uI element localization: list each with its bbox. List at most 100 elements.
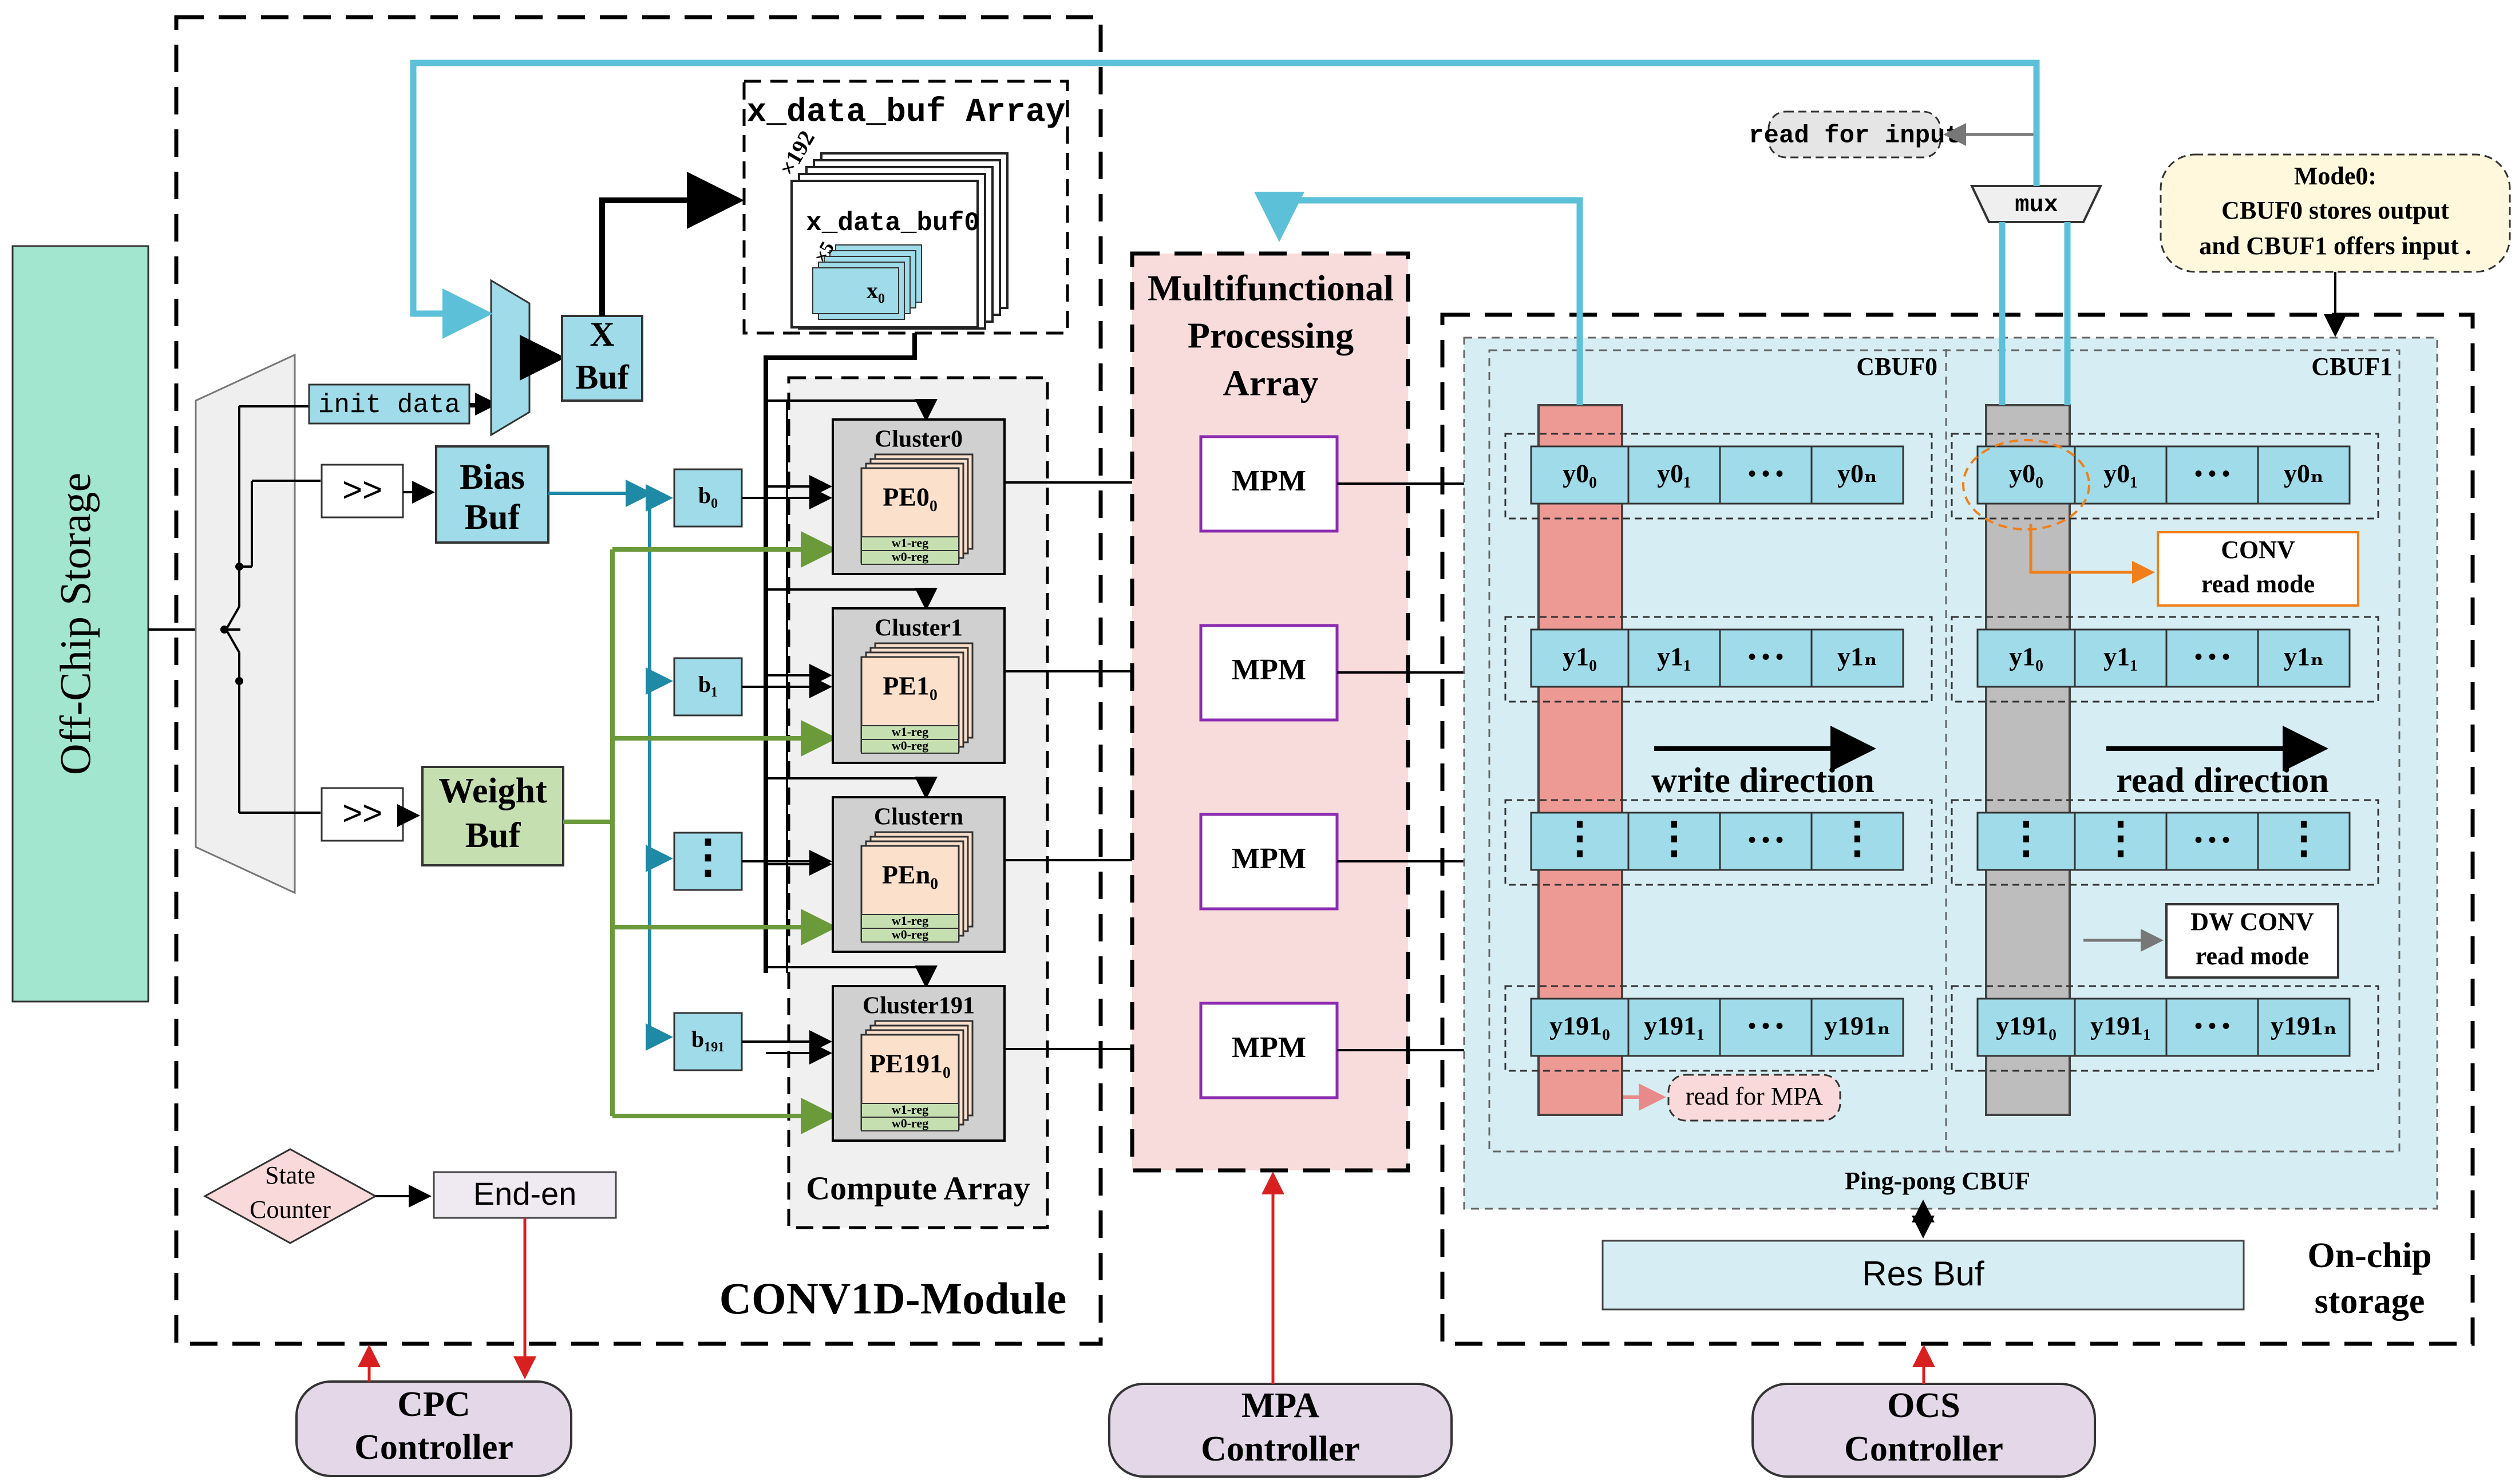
conv-read-mode-label-2: read mode	[2201, 570, 2315, 598]
mpm-label: MPM	[1232, 465, 1306, 497]
mode-note-line-2: CBUF0 stores output	[2221, 196, 2449, 224]
cbuf-cell: ⋮	[2099, 814, 2142, 862]
state-counter-label-2: Counter	[250, 1196, 331, 1224]
w0-reg-label: w0-reg	[892, 549, 928, 564]
output-mux-label: mux	[2015, 191, 2058, 219]
cbuf-cell: y1₁	[2103, 642, 2138, 671]
cbuf-cell: y1₀	[1563, 642, 1597, 671]
bias-box-2: ⋮	[673, 832, 832, 891]
bias-box-0: b₀	[673, 468, 832, 528]
cbuf-cell: ⋮	[2282, 814, 2326, 862]
cbuf-cell: • • •	[1748, 644, 1784, 670]
mpm-2: MPM	[1199, 813, 1536, 911]
conv-read-highlight	[1962, 439, 2090, 531]
bias-box-1: b₁	[673, 657, 832, 717]
cluster-name: Cluster191	[863, 993, 975, 1019]
clusters: Cluster0PE0₀w1-regw0-regCluster1PE1₀w1-r…	[832, 418, 1199, 1142]
cbuf-cell: y191ₙ	[1824, 1011, 1891, 1040]
mpa-title-3: Array	[1223, 363, 1318, 403]
on-chip-storage-border	[1440, 312, 2475, 1346]
mode-note	[2160, 153, 2511, 273]
bias-buf-label-2: Buf	[465, 498, 521, 537]
bias-lines	[548, 480, 673, 1051]
init-data-label: init data	[318, 390, 460, 420]
mpm-3: MPM	[1199, 1002, 1536, 1099]
cbuf-cell: • • •	[1748, 1013, 1784, 1039]
cbuf-cell: ⋮	[1836, 814, 1879, 862]
init-data-box	[308, 383, 470, 425]
cbuf-cell: y0ₙ	[2284, 459, 2324, 488]
pe-label: PEn₀	[882, 860, 938, 889]
cluster-name: Cluster0	[875, 426, 963, 453]
cpc-controller: CPC Controller	[295, 1380, 572, 1477]
x-buf	[561, 315, 643, 402]
mpa-controller-label-1: MPA	[1241, 1386, 1320, 1425]
read-for-mpa-label: read for MPA	[1686, 1082, 1824, 1110]
cbuf-cell: y191₁	[2090, 1011, 2151, 1040]
cbuf-cell: y191₁	[1644, 1011, 1705, 1040]
end-en-box	[433, 1171, 617, 1219]
cbuf1-row-2: ⋮⋮• • •⋮	[1951, 799, 2379, 886]
end-en-label: End-en	[473, 1176, 577, 1212]
off-chip-storage: Off-Chip Storage	[11, 245, 149, 1003]
cpc-controller-label-2: Controller	[354, 1428, 513, 1467]
read-for-input-box	[1767, 110, 1941, 159]
bias-box-3: b₁₉₁	[673, 1012, 832, 1071]
cbuf1-label: CBUF1	[2311, 353, 2393, 381]
bias-shift-box	[321, 464, 404, 519]
w1-reg-label: w1-reg	[892, 913, 928, 928]
pe-label: PE1₀	[883, 671, 938, 701]
demux-switch-wires	[220, 405, 492, 814]
output-mux	[1970, 185, 2103, 223]
x0-label: x₀	[867, 278, 885, 303]
x-data-buf-array-title: x_data_buf Array	[747, 94, 1066, 131]
mode-note-line-1: Mode0:	[2294, 162, 2376, 190]
w0-reg-label: w0-reg	[892, 738, 928, 753]
cbuf-cell: y1ₙ	[2284, 642, 2324, 671]
pe-label: PE0₀	[883, 482, 938, 512]
ping-pong-cbuf-label: Ping-pong CBUF	[1845, 1167, 2030, 1195]
cbuf-cell: y0₀	[2009, 459, 2043, 488]
cbuf-cell: ⋮	[1558, 814, 1601, 862]
x-data-buf0-label: x_data_buf0	[806, 208, 980, 238]
read-for-input-label: read for input	[1749, 122, 1960, 151]
mpa-title-1: Multifunctional	[1148, 268, 1394, 308]
cbuf-cell: y0₁	[1657, 459, 1691, 488]
bias-label: b₀	[698, 482, 718, 508]
cbuf-cell: ⋮	[1652, 814, 1696, 862]
cbuf-cell: y0ₙ	[1837, 459, 1877, 488]
cbuf-cell: • • •	[1748, 827, 1784, 853]
read-direction-label: read direction	[2116, 761, 2328, 800]
on-chip-storage-label-1: On-chip	[2307, 1236, 2431, 1275]
cbuf-cell: • • •	[2194, 1013, 2230, 1039]
conv1d-module-border	[174, 15, 1103, 1346]
mpm-0: MPM	[1199, 435, 1536, 533]
compute-array-label: Compute Array	[806, 1169, 1030, 1206]
cbuf0-label: CBUF0	[1856, 353, 1937, 381]
bias-label: ⋮	[685, 832, 731, 882]
cbuf-cell: y0₀	[1563, 459, 1597, 488]
cbuf0-write-column	[1537, 404, 1623, 1116]
cluster-name: Clustern	[874, 804, 963, 830]
cbuf-cell: y191₀	[1549, 1011, 1610, 1040]
x-data-buf-array	[742, 80, 1069, 335]
conv-read-mode-box	[2157, 531, 2359, 607]
dw-conv-read-mode-label-1: DW CONV	[2190, 908, 2314, 936]
cbuf-cell: ⋮	[2004, 814, 2048, 862]
cyan-feedback-lines	[410, 60, 2071, 405]
w1-reg-label: w1-reg	[892, 725, 928, 739]
cbuf1-read-column	[1985, 404, 2071, 1116]
mpa-title-2: Processing	[1188, 315, 1354, 356]
cbuf-cell: • • •	[2194, 461, 2230, 486]
mpa-controller: MPA Controller	[1108, 1383, 1453, 1478]
mpm-label: MPM	[1232, 842, 1306, 875]
conv1d-module-label: CONV1D-Module	[719, 1273, 1067, 1323]
bias-buf-label-1: Bias	[460, 458, 525, 497]
